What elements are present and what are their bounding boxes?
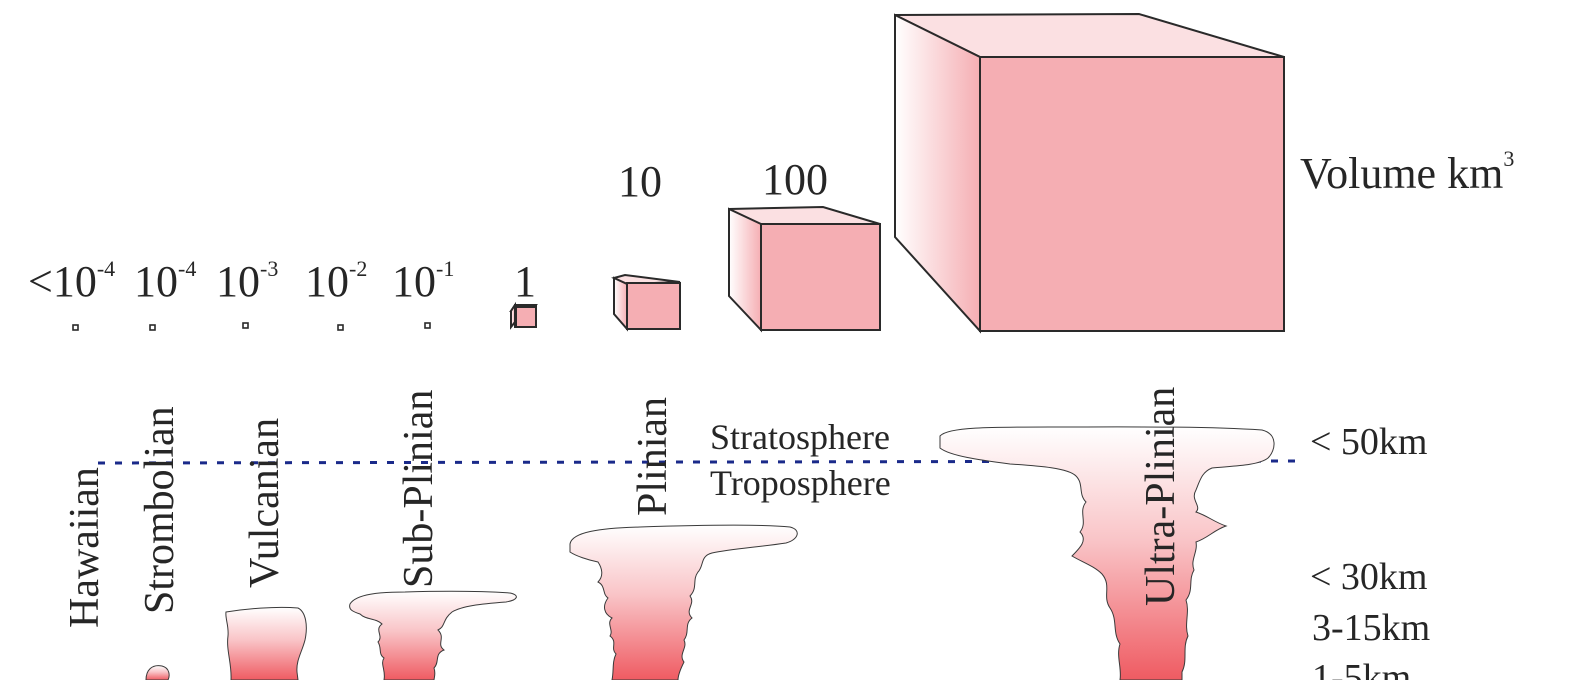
- volume-unit-label: Volume km3: [1300, 146, 1514, 198]
- tiny-volume-markers: [72, 322, 431, 331]
- eruption-label-sub-plinian: Sub-Plinian: [396, 390, 442, 588]
- volume-label-2: 10-3: [216, 256, 278, 306]
- cube-10-front: [626, 282, 681, 330]
- volume-label-5: 1: [514, 257, 536, 306]
- cube-1000: [894, 12, 1285, 334]
- eruption-label-ultra-plinian: Ultra-Plinian: [1138, 387, 1184, 606]
- plume-plinian: [569, 524, 798, 680]
- cube-10: [611, 273, 681, 332]
- plume-vulcanian: [225, 606, 307, 680]
- marker-strombolian: [149, 324, 156, 331]
- cube-100: [728, 205, 881, 333]
- height-label-2: 3-15km: [1312, 607, 1430, 649]
- volume-label-0: <10-4: [28, 256, 115, 306]
- troposphere-label: Troposphere: [710, 463, 891, 503]
- plume-strombolian: [145, 665, 170, 680]
- cube-1-front: [515, 306, 537, 328]
- eruption-label-strombolian: Strombolian: [137, 406, 183, 614]
- volume-labels: <10-4 10-4 10-3 10-2 10-1 1 10 100 1000 …: [28, 146, 1514, 306]
- height-label-0: < 50km: [1310, 421, 1428, 463]
- atmosphere-labels: Stratosphere Troposphere: [710, 417, 891, 503]
- plume-ultra-plinian: [939, 426, 1275, 680]
- marker-subplinian-b: [424, 322, 431, 329]
- height-label-3: 1-5km: [1312, 657, 1411, 680]
- marker-vulcanian: [242, 322, 249, 329]
- height-label-1: < 30km: [1310, 556, 1428, 598]
- eruption-label-vulcanian: Vulcanian: [242, 418, 288, 588]
- volume-label-3: 10-2: [305, 256, 367, 306]
- eruption-label-plinian: Plinian: [630, 397, 676, 516]
- volume-label-4: 10-1: [392, 256, 454, 306]
- plume-sub-plinian: [349, 590, 517, 680]
- volume-label-6: 10: [618, 157, 662, 206]
- marker-hawaiian: [72, 324, 79, 331]
- eruption-labels: Hawaiian Strombolian Vulcanian Sub-Plini…: [62, 387, 1184, 628]
- eruption-label-hawaiian: Hawaiian: [62, 467, 108, 628]
- cube-100-front: [760, 223, 881, 331]
- cube-1: [509, 301, 538, 330]
- marker-subplinian-a: [337, 324, 344, 331]
- height-labels: < 50km < 30km 3-15km 1-5km: [1310, 421, 1430, 680]
- cube-1000-front: [979, 56, 1285, 332]
- volume-label-1: 10-4: [134, 256, 196, 306]
- stratosphere-label: Stratosphere: [710, 417, 890, 457]
- volume-label-7: 100: [762, 155, 828, 204]
